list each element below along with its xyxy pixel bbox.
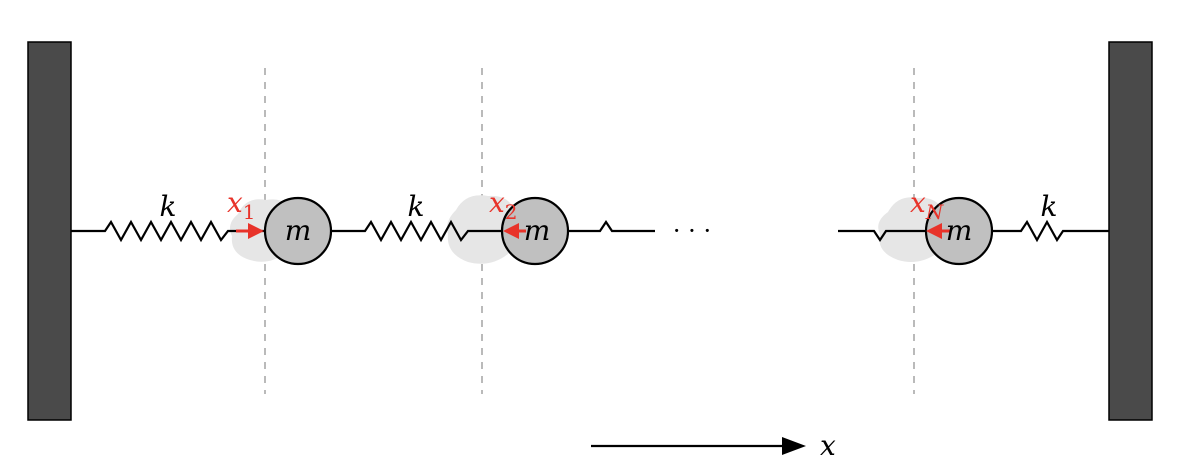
left-wall (27, 41, 72, 421)
mass-1 (263, 196, 333, 266)
displacement-label-1-sub: 1 (243, 200, 256, 224)
displacement-label-n: xN (910, 186, 945, 224)
mass-2 (500, 196, 570, 266)
spring-3-partial (568, 220, 655, 233)
spring-2 (331, 219, 502, 243)
displacement-label-1-base: x (227, 186, 243, 219)
displacement-label-1: x1 (227, 186, 256, 224)
spring-label-1: k (160, 190, 177, 223)
mass-label-1: m (285, 214, 312, 247)
spring-n (992, 219, 1109, 243)
ellipsis: · · · (673, 217, 711, 245)
spring-label-2: k (408, 190, 425, 223)
spring-n-partial (838, 229, 926, 242)
displacement-label-n-base: x (910, 186, 926, 219)
displacement-arrowhead-2 (503, 223, 519, 239)
x-axis-label: x (820, 429, 836, 462)
mass-label-n: m (946, 214, 973, 247)
equilibrium-ghost-2 (447, 195, 518, 264)
spring-1 (71, 219, 265, 243)
displacement-label-2-sub: 2 (505, 200, 518, 224)
displacement-arrowhead-n (926, 223, 942, 239)
mass-label-2: m (524, 214, 551, 247)
right-wall (1108, 41, 1153, 421)
displacement-label-n-sub: N (925, 200, 945, 224)
spring-label-n: k (1041, 190, 1058, 223)
displacement-label-2: x2 (489, 186, 518, 224)
displacement-label-2-base: x (489, 186, 505, 219)
displacement-arrowhead-1 (248, 223, 264, 239)
x-axis-arrowhead (782, 437, 806, 455)
